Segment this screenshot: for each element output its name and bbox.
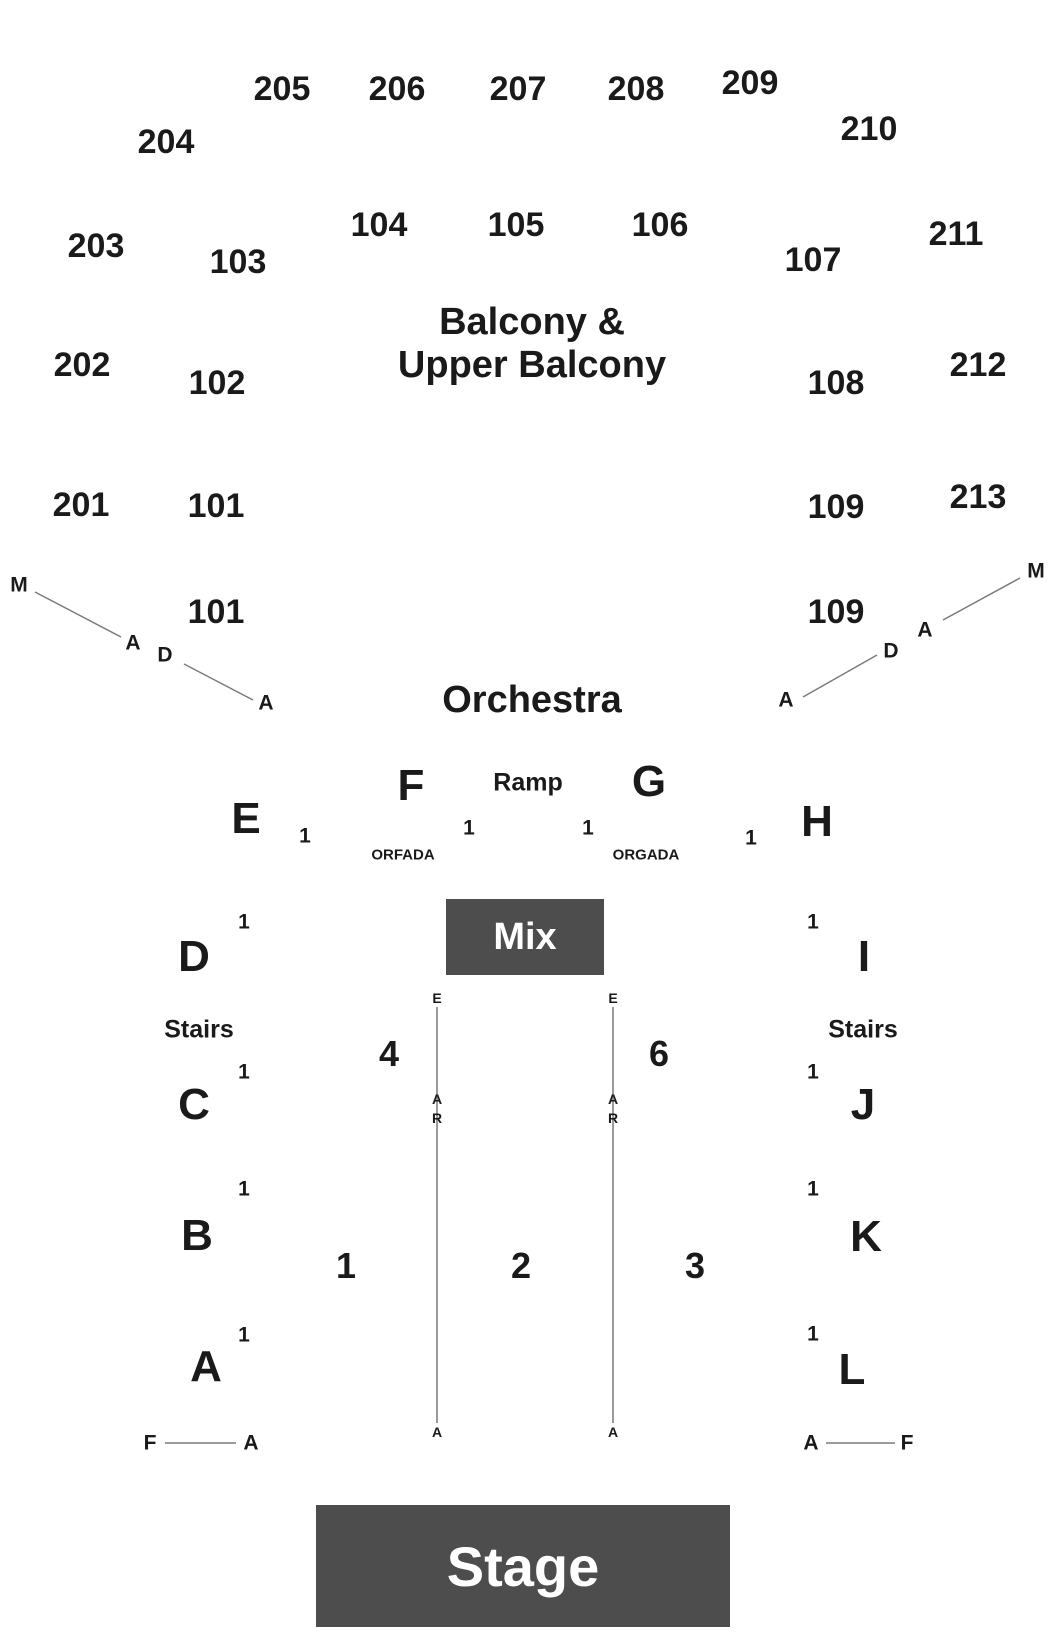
seat-one-f: 1 <box>463 816 475 840</box>
aisle-right-row-e: E <box>608 990 618 1006</box>
mix-label: Mix <box>493 915 557 958</box>
section-b[interactable]: B <box>181 1211 213 1260</box>
row-code-right: ORGADA <box>612 846 680 864</box>
section-109-lower[interactable]: 109 <box>807 593 865 631</box>
section-j[interactable]: J <box>850 1080 876 1129</box>
row-letter-a-left-upper: A <box>125 631 141 655</box>
seat-one-l: 1 <box>807 1322 819 1346</box>
row-line-left-upper <box>34 591 122 638</box>
row-letter-a-right-lower: A <box>778 688 794 712</box>
section-101[interactable]: 101 <box>187 487 245 525</box>
row-letter-a-bottom-left: A <box>243 1431 259 1455</box>
section-l[interactable]: L <box>838 1345 866 1394</box>
section-107[interactable]: 107 <box>784 241 842 279</box>
section-4[interactable]: 4 <box>378 1033 400 1074</box>
section-106[interactable]: 106 <box>631 206 689 244</box>
seat-one-i: 1 <box>807 910 819 934</box>
stairs-right: Stairs <box>828 1015 898 1044</box>
section-209[interactable]: 209 <box>721 64 779 102</box>
row-letter-f-left: F <box>143 1431 157 1455</box>
section-d[interactable]: D <box>178 932 210 981</box>
orchestra-title: Orchestra <box>442 679 622 721</box>
seat-one-k: 1 <box>807 1177 819 1201</box>
stairs-left: Stairs <box>164 1015 234 1044</box>
row-code-left: ORFADA <box>371 846 435 864</box>
section-k[interactable]: K <box>850 1212 882 1261</box>
aisle-right-row-a-bottom: A <box>607 1424 619 1440</box>
section-210[interactable]: 210 <box>840 110 898 148</box>
row-line-left-lower <box>183 663 254 701</box>
stage: Stage <box>316 1505 730 1627</box>
aisle-left-row-e: E <box>432 990 442 1006</box>
section-1[interactable]: 1 <box>335 1245 357 1286</box>
section-205[interactable]: 205 <box>253 70 311 108</box>
section-3[interactable]: 3 <box>684 1245 706 1286</box>
ramp-label: Ramp <box>493 768 563 797</box>
aisle-left-row-a-bottom: A <box>431 1424 443 1440</box>
row-letter-a-bottom-right: A <box>803 1431 819 1455</box>
row-letter-m-left: M <box>10 573 28 597</box>
seat-one-h: 1 <box>745 826 757 850</box>
mix-booth: Mix <box>446 899 604 975</box>
section-202[interactable]: 202 <box>53 346 111 384</box>
section-105[interactable]: 105 <box>487 206 545 244</box>
row-letter-a-right-upper: A <box>917 618 933 642</box>
stage-label: Stage <box>446 1534 600 1598</box>
section-h[interactable]: H <box>801 797 833 846</box>
seat-one-b: 1 <box>238 1177 250 1201</box>
section-212[interactable]: 212 <box>949 346 1007 384</box>
row-letter-a-left-lower: A <box>258 691 274 715</box>
seat-one-c: 1 <box>238 1060 250 1084</box>
section-201[interactable]: 201 <box>52 486 110 524</box>
section-c[interactable]: C <box>178 1080 210 1129</box>
section-104[interactable]: 104 <box>350 206 408 244</box>
row-letter-f-right: F <box>900 1431 914 1455</box>
aisle-right-row-r: R <box>607 1110 619 1126</box>
aisle-left-row-a: A <box>431 1091 443 1107</box>
section-2[interactable]: 2 <box>510 1245 532 1286</box>
seat-one-g: 1 <box>582 816 594 840</box>
row-letter-d-right: D <box>883 639 899 663</box>
section-206[interactable]: 206 <box>368 70 426 108</box>
section-109[interactable]: 109 <box>807 488 865 526</box>
section-a[interactable]: A <box>190 1342 222 1391</box>
row-letter-m-right: M <box>1027 559 1045 583</box>
aisle-right-row-a: A <box>607 1091 619 1107</box>
aisle-left-row-r: R <box>431 1110 443 1126</box>
section-204[interactable]: 204 <box>137 123 195 161</box>
section-102[interactable]: 102 <box>188 364 246 402</box>
section-203[interactable]: 203 <box>67 227 125 265</box>
row-letter-d-left: D <box>157 643 173 667</box>
section-e[interactable]: E <box>231 794 261 843</box>
section-208[interactable]: 208 <box>607 70 665 108</box>
seat-one-j: 1 <box>807 1060 819 1084</box>
balcony-title-line2: Upper Balcony <box>397 344 667 386</box>
section-211[interactable]: 211 <box>928 215 984 253</box>
section-i[interactable]: I <box>857 932 871 981</box>
row-line-right-lower <box>802 654 878 698</box>
balcony-title-line1: Balcony & <box>439 301 625 343</box>
section-6[interactable]: 6 <box>648 1033 670 1074</box>
section-g[interactable]: G <box>631 757 667 806</box>
section-101-lower[interactable]: 101 <box>187 593 245 631</box>
section-103[interactable]: 103 <box>209 243 267 281</box>
seat-one-a: 1 <box>238 1323 250 1347</box>
section-108[interactable]: 108 <box>807 364 865 402</box>
section-213[interactable]: 213 <box>949 478 1007 516</box>
seat-one-e: 1 <box>299 824 311 848</box>
seat-one-d: 1 <box>238 910 250 934</box>
row-line-right-upper <box>942 577 1021 621</box>
section-207[interactable]: 207 <box>489 70 547 108</box>
section-f[interactable]: F <box>397 761 425 810</box>
